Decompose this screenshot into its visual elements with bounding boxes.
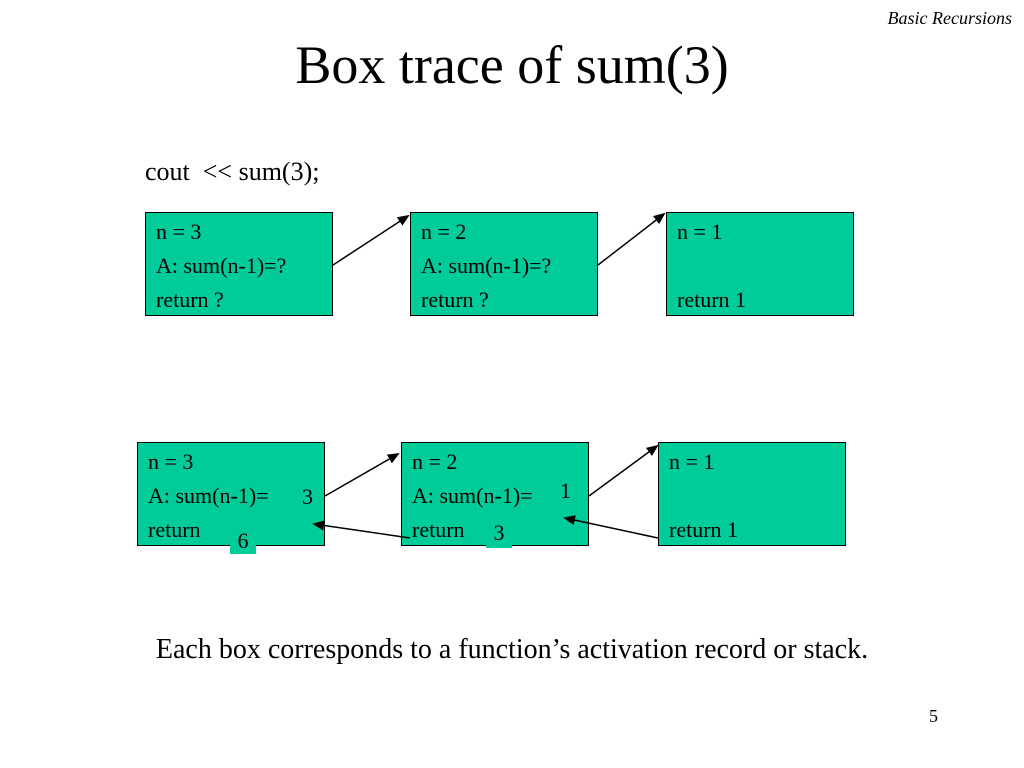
return-arrow: [312, 520, 411, 539]
activation-box-top-n1: n = 1 return 1: [666, 212, 854, 316]
call-arrow: [588, 444, 659, 497]
activation-box-top-n3: n = 3 A: sum(n-1)=? return ?: [145, 212, 333, 316]
box-n-label: n = 1: [677, 219, 723, 244]
activation-box-top-n2: n = 2 A: sum(n-1)=? return ?: [410, 212, 598, 316]
return-value-n3: 6: [230, 528, 256, 554]
box-n-label: n = 1: [669, 449, 715, 474]
activation-box-bottom-n1: n = 1 return 1: [658, 442, 846, 546]
box-n-label: n = 3: [148, 449, 194, 474]
a-value-n3: 3: [302, 484, 313, 509]
box-return-label: return 1: [677, 287, 747, 312]
box-n-label: n = 2: [412, 449, 458, 474]
box-return-label: return: [148, 517, 201, 542]
return-arrow: [563, 515, 659, 539]
box-n-label: n = 2: [421, 219, 467, 244]
return-value-n2: 3: [486, 520, 512, 548]
caption: Each box corresponds to a function’s act…: [155, 634, 869, 665]
box-n-label: n = 3: [156, 219, 202, 244]
box-return-label: return ?: [156, 287, 224, 312]
call-arrow: [324, 453, 400, 497]
box-return-label: return 1: [669, 517, 739, 542]
slide-title: Box trace of sum(3): [295, 35, 729, 95]
box-return-label: return: [412, 517, 465, 542]
box-a-label: A: sum(n-1)=: [412, 483, 533, 508]
call-arrow: [597, 212, 666, 266]
box-return-label: return ?: [421, 287, 489, 312]
page-number: 5: [929, 706, 938, 726]
box-a-label: A: sum(n-1)=?: [421, 253, 552, 278]
header-tag: Basic Recursions: [887, 8, 1012, 28]
box-a-label: A: sum(n-1)=?: [156, 253, 287, 278]
code-line: cout << sum(3);: [145, 157, 320, 186]
box-a-label: A: sum(n-1)=: [148, 483, 269, 508]
call-arrow: [332, 214, 410, 266]
a-value-n2: 1: [560, 478, 571, 503]
